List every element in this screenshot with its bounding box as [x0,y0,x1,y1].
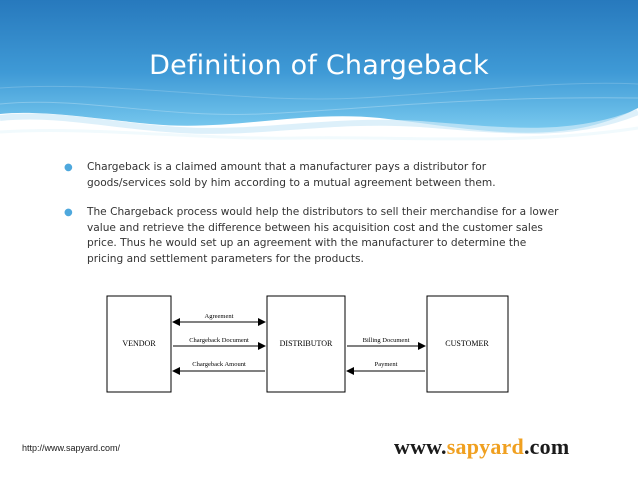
vendor-label: VENDOR [122,339,156,348]
bullet-marker-icon: ● [64,162,73,173]
bullet-text: The Chargeback process would help the di… [87,206,559,265]
bullet-marker-icon: ● [64,207,73,218]
vendor-box [106,295,172,393]
bullet-item: ● Chargeback is a claimed amount that a … [64,160,564,191]
bullet-list: ● Chargeback is a claimed amount that a … [64,160,564,281]
distributor-box [266,295,346,393]
bullet-text: Chargeback is a claimed amount that a ma… [87,161,496,189]
agreement-label: Agreement [205,313,234,320]
customer-label: CUSTOMER [445,339,489,348]
payment-label: Payment [375,361,398,368]
brand-logo: www.sapyard.com [394,434,569,460]
billing-document-label: Billing Document [363,337,410,344]
brand-prefix: www. [394,434,447,459]
customer-box [426,295,509,393]
distributor-label: DISTRIBUTOR [280,339,333,348]
brand-suffix: .com [523,434,570,459]
chargeback-amount-label: Chargeback Amount [192,361,246,368]
bullet-item: ● The Chargeback process would help the … [64,205,564,267]
slide-title: Definition of Chargeback [149,50,489,81]
chargeback-document-label: Chargeback Document [189,337,249,344]
brand-accent: sapyard [446,434,524,459]
footer-url[interactable]: http://www.sapyard.com/ [22,443,121,453]
header-wave-background [0,0,638,141]
